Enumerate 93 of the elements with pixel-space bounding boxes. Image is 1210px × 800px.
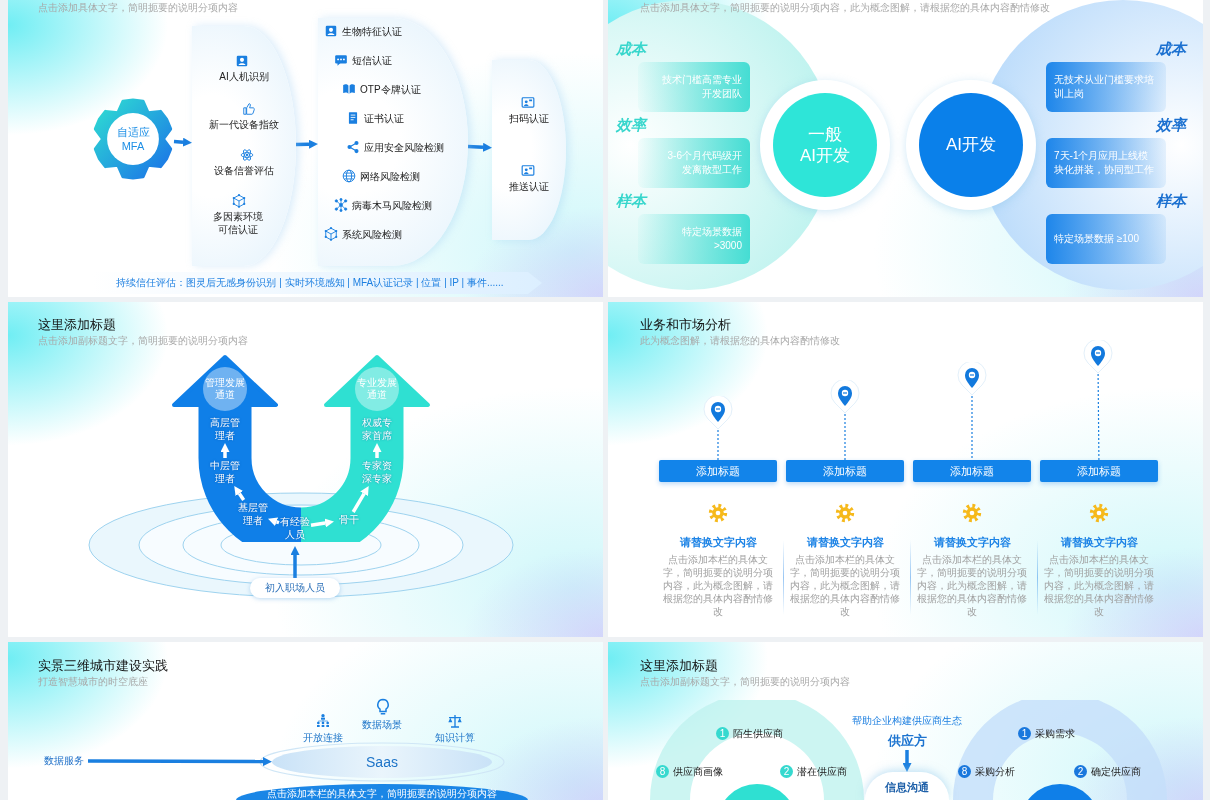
list-item: 扫码认证	[508, 112, 550, 125]
column-heading: 请替换文字内容	[678, 535, 758, 550]
level-label: 高层管理者	[210, 415, 240, 443]
arrow	[310, 518, 334, 528]
list-item: 确定供应商	[1091, 765, 1141, 778]
side-label: 效率	[1155, 116, 1186, 135]
title-bar: 添加标题	[1040, 460, 1158, 482]
arrow	[173, 137, 192, 147]
side-label: 样本	[1155, 192, 1186, 211]
list-item: 采购需求	[1035, 727, 1075, 740]
info-card: 3-6个月代码级开发离散型工作	[638, 138, 750, 188]
info-card: 特定场景数据 >3000	[638, 214, 750, 264]
arrow	[372, 443, 382, 458]
arc-band	[318, 18, 468, 266]
level-label: 权威专家首席	[362, 415, 392, 443]
side-label: 效率	[616, 116, 649, 135]
slide-subtitle: 点击添加具体文字，简明扼要的说明分项内容	[38, 1, 238, 15]
list-item: 陌生供应商	[733, 727, 783, 740]
gear-badge: 自适应 MFA	[92, 98, 174, 180]
arc-band	[192, 26, 296, 266]
list-item: 潜在供应商	[797, 765, 847, 778]
supplier-heading: 供应方	[877, 732, 937, 750]
arc-band	[492, 60, 566, 240]
connector-line	[717, 429, 719, 461]
side-label: 样本	[616, 192, 649, 211]
side-label: 成本	[616, 40, 649, 59]
location-pin-icon	[830, 380, 860, 414]
title-bar: 添加标题	[786, 460, 904, 482]
slide-subtitle: 点击添加副标题文字，简明扼要的说明分项内容	[38, 334, 248, 348]
column-heading: 请替换文字内容	[1059, 535, 1139, 550]
description-text: 点击添加本栏的具体文字，简明扼要的说明分项内容，此为概念图解，请根据您的具体内容酌情修改	[662, 553, 774, 618]
pill-box: 初入职场人员	[250, 578, 340, 598]
list-item: OTP令牌认证	[360, 83, 422, 96]
circle-label: 管理发展通道	[203, 367, 247, 411]
list-item: 设备信誉评估	[213, 164, 275, 177]
arrow	[290, 546, 300, 578]
slide-subtitle: 打造智慧城市的时空底座	[38, 675, 148, 689]
arrow	[234, 486, 246, 501]
arrow	[467, 142, 492, 152]
list-item: 短信认证	[352, 54, 393, 67]
level-label: 骨干	[334, 512, 364, 526]
side-label: 成本	[1155, 40, 1186, 59]
connector-line	[1097, 373, 1100, 461]
slide-subtitle: 此为概念图解，请根据您的具体内容酌情修改	[640, 334, 840, 348]
info-card: 特定场景数据 ≥100	[1046, 214, 1166, 264]
connector-line	[971, 395, 973, 461]
arrow	[220, 443, 230, 458]
arrow	[268, 517, 280, 527]
info-card: 无技术从业门槛要求培训上岗	[1046, 62, 1166, 112]
slide-subtitle: 点击添加副标题文字，简明扼要的说明分项内容	[640, 675, 850, 689]
list-item: 证书认证	[364, 112, 405, 125]
icon-caption: 数据场景	[361, 718, 403, 732]
slide-title: 业务和市场分析	[640, 316, 731, 334]
column-heading: 请替换文字内容	[932, 535, 1012, 550]
level-label: 中层管理者	[210, 458, 240, 486]
list-item: 新一代设备指纹	[208, 118, 280, 131]
slide-title: 这里添加标题	[38, 316, 116, 334]
tagline: 帮助企业构建供应商生态	[851, 714, 963, 728]
circle-label: 专业发展通道	[355, 367, 399, 411]
info-card: 7天-1个月应用上线模块化拼装，协同型工作	[1046, 138, 1166, 188]
arrow	[351, 485, 369, 513]
list-item: 系统风险检测	[342, 228, 403, 241]
location-pin-icon	[957, 362, 987, 396]
description-text: 点击添加本栏的具体文字，简明扼要的说明分项内容，此为概念图解，请根据您的具体内容酌情修改	[1043, 553, 1155, 618]
list-item: 供应商画像	[673, 765, 723, 778]
level-label: 有经验人员	[279, 510, 311, 546]
arrow	[902, 750, 912, 772]
slide-title: 实景三维城市建设实践	[38, 657, 168, 675]
description-text: 点击添加本栏的具体文字，简明扼要的说明分项内容，此为概念图解，请根据您的具体内容酌情修改	[789, 553, 901, 618]
arrow	[295, 139, 318, 149]
list-item: 生物特征认证	[342, 25, 403, 38]
list-item: 采购分析	[975, 765, 1015, 778]
list-item: AI人机识别	[218, 70, 270, 83]
arrow	[88, 757, 272, 767]
list-item: 推送认证	[508, 180, 550, 193]
icon-caption: 开放连接	[302, 731, 344, 745]
list-item: 应用安全风险检测	[364, 141, 445, 154]
list-item: 病毒木马风险检测	[352, 199, 433, 212]
list-item: 多因素环境可信认证	[212, 210, 264, 236]
location-pin-icon	[1083, 340, 1113, 374]
service-label: 数据服务	[40, 753, 88, 769]
level-label: 专家资深专家	[362, 458, 392, 486]
location-pin-icon	[703, 396, 733, 430]
title-bar: 添加标题	[659, 460, 777, 482]
icon-caption: 知识计算	[434, 731, 476, 745]
slide-title: 这里添加标题	[640, 657, 718, 675]
connector-line	[844, 413, 846, 461]
info-card: 技术门槛高需专业开发团队	[638, 62, 750, 112]
list-item: 网络风险检测	[360, 170, 421, 183]
description-text: 点击添加本栏的具体文字，简明扼要的说明分项内容，此为概念图解，请根据您的具体内容酌情修改	[916, 553, 1028, 618]
level-label: 基层管理者	[238, 500, 268, 528]
column-heading: 请替换文字内容	[805, 535, 885, 550]
title-bar: 添加标题	[913, 460, 1031, 482]
